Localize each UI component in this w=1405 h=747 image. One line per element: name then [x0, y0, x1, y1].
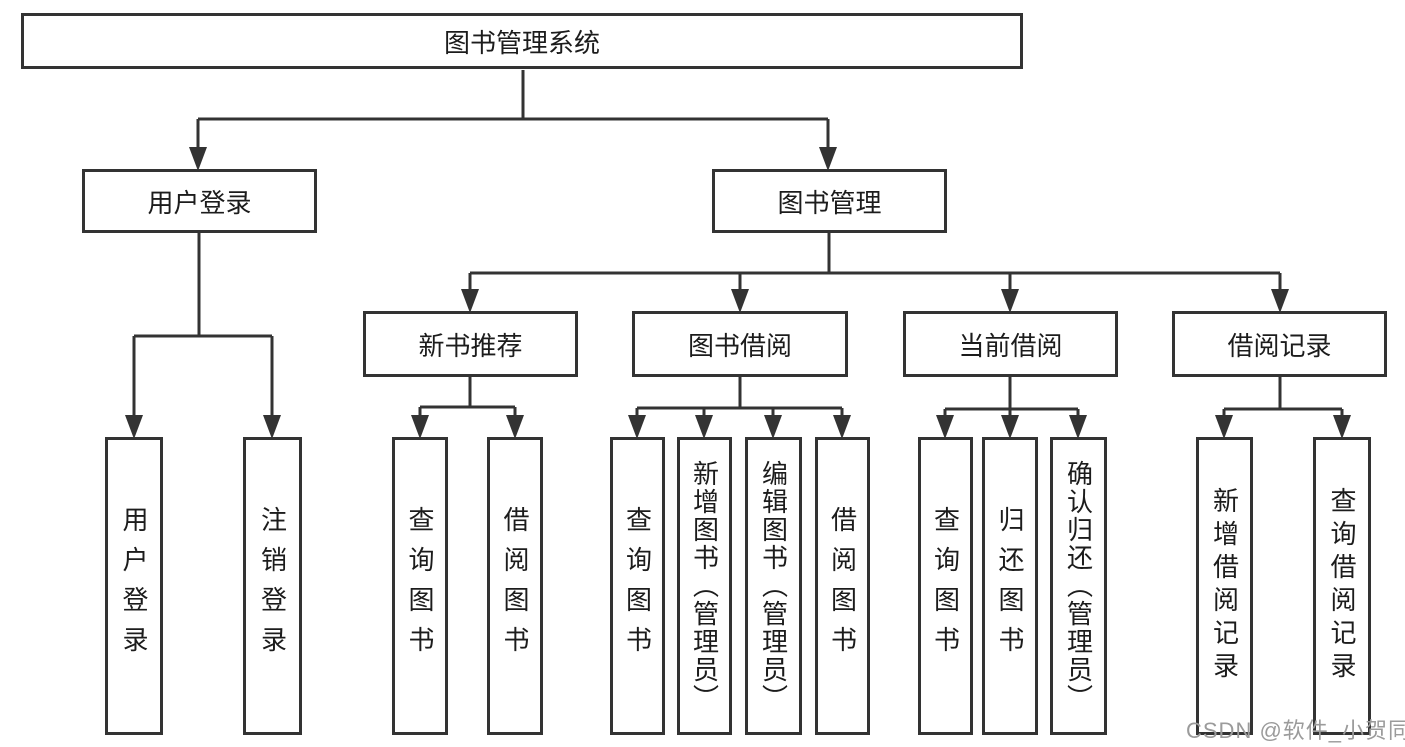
node-label: 图书管理系统 [443, 27, 600, 58]
node-user-login: 用户登录 [82, 169, 317, 233]
node-new-book-recommend: 新书推荐 [363, 311, 578, 377]
leaf-logout: 注销登录 [243, 437, 302, 735]
leaf-label: 归还图书 [995, 506, 1025, 666]
leaf-label: 查询图书 [622, 506, 653, 666]
node-label: 新书推荐 [418, 330, 523, 361]
connector-user-login-to-leaves [125, 233, 281, 439]
leaf-user-login: 用户登录 [105, 437, 163, 735]
leaf-label: 查询图书 [930, 506, 961, 666]
connector-root-to-level2 [189, 70, 837, 171]
node-book-borrow: 图书借阅 [632, 311, 848, 377]
leaf-label: 新增图书（管理员） [689, 460, 720, 712]
node-borrow-record: 借阅记录 [1172, 311, 1387, 377]
leaf-newbook-query-book: 查询图书 [392, 437, 448, 735]
connector-book-borrow-to-leaves [628, 377, 851, 439]
node-label: 用户登录 [147, 187, 252, 218]
leaf-current-return-book: 归还图书 [982, 437, 1038, 735]
connector-current-borrow-to-leaves [936, 377, 1087, 439]
leaf-label: 编辑图书（管理员） [758, 460, 789, 712]
node-label: 借阅记录 [1227, 330, 1332, 361]
leaf-label: 确认归还（管理员） [1063, 460, 1094, 712]
leaf-label: 新增借阅记录 [1209, 487, 1240, 685]
leaf-record-query-borrow-record: 查询借阅记录 [1313, 437, 1371, 735]
leaf-borrow-borrow-book: 借阅图书 [815, 437, 870, 735]
connector-new-book-to-leaves [411, 377, 524, 439]
node-current-borrow: 当前借阅 [903, 311, 1118, 377]
leaf-label: 借阅图书 [500, 506, 530, 666]
leaf-label: 用户登录 [119, 506, 149, 666]
leaf-borrow-add-book-admin: 新增图书（管理员） [677, 437, 732, 735]
connector-borrow-record-to-leaves [1215, 377, 1351, 439]
node-label: 图书管理 [777, 187, 882, 218]
leaf-label: 查询图书 [405, 506, 435, 666]
leaf-label: 借阅图书 [827, 506, 858, 666]
leaf-borrow-query-book: 查询图书 [610, 437, 665, 735]
leaf-current-confirm-return-admin: 确认归还（管理员） [1050, 437, 1107, 735]
leaf-newbook-borrow-book: 借阅图书 [487, 437, 543, 735]
leaf-label: 查询借阅记录 [1327, 487, 1357, 685]
node-label: 当前借阅 [958, 330, 1063, 361]
connector-book-management-to-level3 [461, 233, 1289, 313]
leaf-record-add-borrow-record: 新增借阅记录 [1196, 437, 1253, 735]
leaf-label: 注销登录 [257, 506, 288, 666]
node-library-management-system: 图书管理系统 [21, 13, 1023, 69]
node-label: 图书借阅 [687, 330, 792, 361]
leaf-borrow-edit-book-admin: 编辑图书（管理员） [745, 437, 802, 735]
leaf-current-query-book: 查询图书 [918, 437, 973, 735]
watermark: CSDN @软件_小贺同学 [1186, 718, 1405, 743]
node-book-management: 图书管理 [712, 169, 947, 233]
